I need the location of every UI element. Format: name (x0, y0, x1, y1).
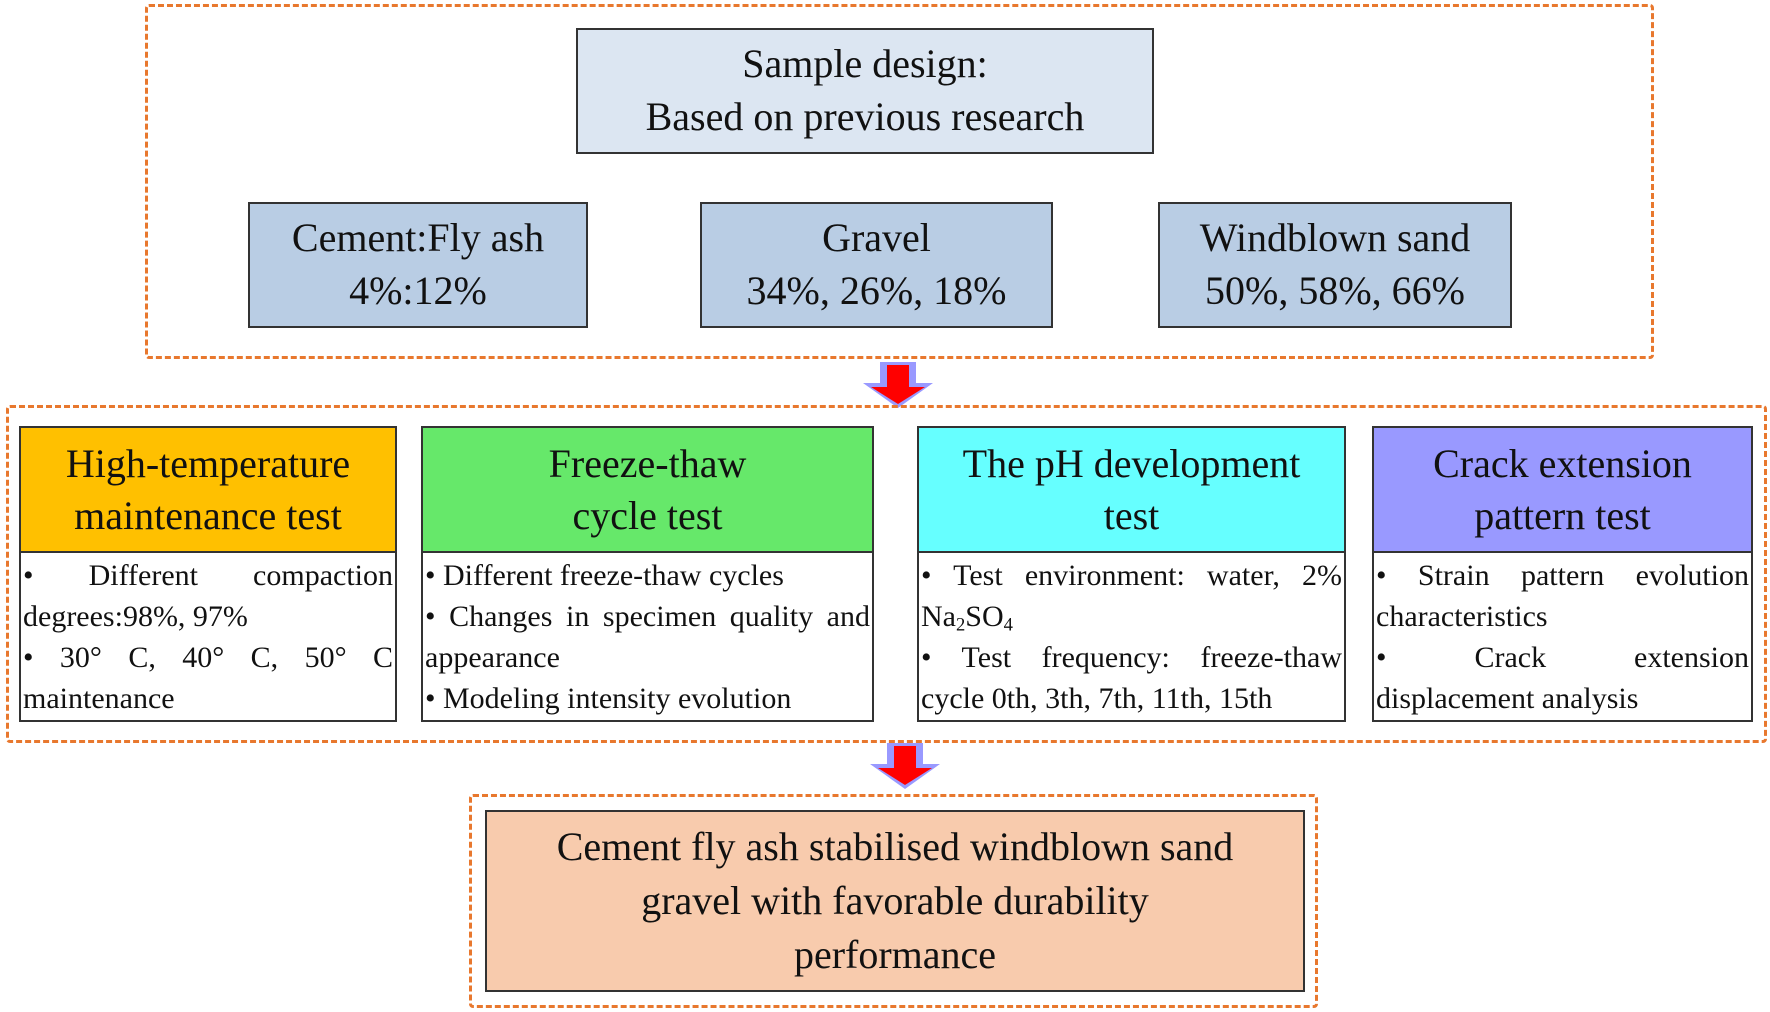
result-line-2: gravel with favorable durability (641, 878, 1149, 923)
result-group (469, 794, 1318, 1008)
high-temperature-test-header: High-temperature maintenance test (19, 426, 397, 553)
sample-design-subtitle: Based on previous research (645, 94, 1085, 139)
sample-design-title: Sample design: (742, 41, 988, 87)
crack-extension-subtitle: pattern test (1474, 492, 1651, 538)
crack-extension-title: Crack extension (1433, 440, 1692, 486)
gravel-value: 34%, 26%, 18% (746, 268, 1007, 313)
crack-extension-detail-2: • Crack extension displacement analysis (1376, 641, 1749, 716)
sample-design-box: Sample design: Based on previous researc… (576, 28, 1154, 154)
windblown-sand-label: Windblown sand (1199, 215, 1471, 261)
down-arrow-icon (863, 362, 933, 408)
crack-extension-test-details: • Strain pattern evolution characteristi… (1372, 553, 1753, 722)
ph-development-detail-2: • Test frequency: freeze-thaw cycle 0th,… (921, 641, 1342, 716)
ph-development-detail-1: • Test environment: water, 2% Na2SO4 (921, 555, 1342, 637)
cement-fly-ash-box: Cement:Fly ash 4%:12% (248, 202, 588, 328)
freeze-thaw-test-details: • Different freeze-thaw cycles • Changes… (421, 553, 874, 722)
ph-development-test-header: The pH development test (917, 426, 1346, 553)
freeze-thaw-subtitle: cycle test (572, 492, 723, 538)
crack-extension-detail-1: • Strain pattern evolution characteristi… (1376, 559, 1749, 634)
ph-development-title: The pH development (962, 440, 1301, 486)
high-temperature-detail-1: • Different compaction degrees:98%, 97% (23, 559, 393, 634)
ph-environment-text: • Test environment: water, 2% Na (921, 559, 1342, 634)
high-temperature-title: High-temperature (65, 440, 351, 486)
result-line-1: Cement fly ash stabilised windblown sand (556, 824, 1234, 869)
freeze-thaw-test-header: Freeze-thaw cycle test (421, 426, 874, 553)
tests-group (6, 405, 1767, 743)
sample-design-group (145, 4, 1654, 359)
crack-extension-test-header: Crack extension pattern test (1372, 426, 1753, 553)
freeze-thaw-detail-3: • Modeling intensity evolution (425, 682, 792, 716)
gravel-label: Gravel (822, 215, 931, 261)
freeze-thaw-detail-2: • Changes in specimen quality and appear… (425, 600, 870, 675)
result-line-3: performance (793, 932, 997, 977)
ph-development-test-details: • Test environment: water, 2% Na2SO4 • T… (917, 553, 1346, 722)
down-arrow-icon (870, 743, 940, 789)
cement-fly-ash-label: Cement:Fly ash (291, 215, 545, 261)
windblown-sand-value: 50%, 58%, 66% (1205, 268, 1465, 313)
freeze-thaw-title: Freeze-thaw (548, 440, 747, 486)
windblown-sand-box: Windblown sand 50%, 58%, 66% (1158, 202, 1512, 328)
high-temperature-test-details: • Different compaction degrees:98%, 97% … (19, 553, 397, 722)
ph-development-subtitle: test (1103, 492, 1160, 538)
high-temperature-detail-2: • 30° C, 40° C, 50° C maintenance (23, 641, 393, 716)
ph-subscript-4: 4 (1003, 614, 1013, 636)
ph-so-text: SO (965, 600, 1004, 634)
cement-fly-ash-value: 4%:12% (349, 268, 487, 313)
freeze-thaw-detail-1: • Different freeze-thaw cycles (425, 559, 784, 592)
ph-subscript-2: 2 (955, 614, 966, 636)
gravel-box: Gravel 34%, 26%, 18% (700, 202, 1053, 328)
result-box: Cement fly ash stabilised windblown sand… (485, 810, 1305, 992)
high-temperature-subtitle: maintenance test (74, 492, 342, 538)
